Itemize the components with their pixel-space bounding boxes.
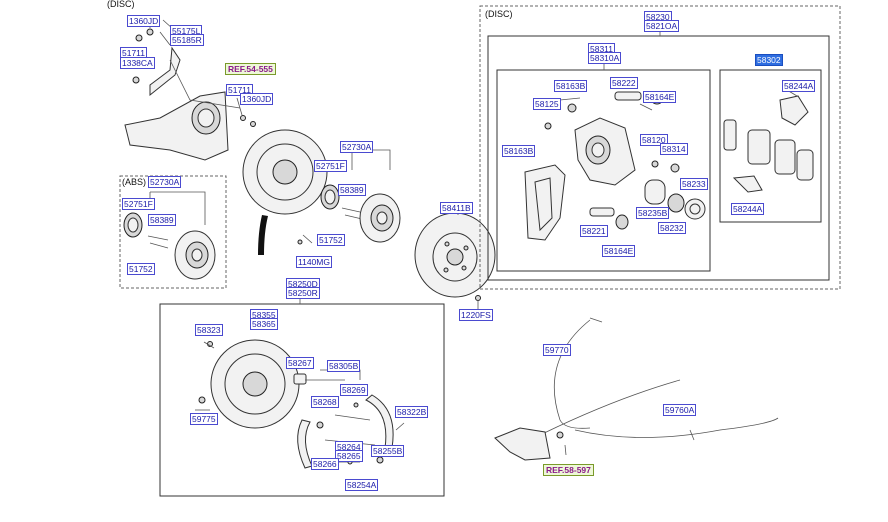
caption-disc-top: (DISC): [107, 0, 135, 9]
part-label-52730a[interactable]: 52730A: [340, 141, 374, 153]
part-label-59770[interactable]: 59770: [543, 344, 571, 356]
part-label-58269[interactable]: 58269: [340, 384, 368, 396]
part-label-51752-abs[interactable]: 51752: [127, 263, 155, 275]
part-label-52730a-abs[interactable]: 52730A: [148, 176, 182, 188]
part-label-5821oa[interactable]: 5821OA: [644, 20, 680, 32]
knuckle-assembly: [124, 19, 256, 161]
part-label-58244a-b[interactable]: 58244A: [731, 203, 765, 215]
part-label-58221[interactable]: 58221: [580, 225, 608, 237]
part-label-58310a[interactable]: 58310A: [588, 52, 622, 64]
part-label-1140mg[interactable]: 1140MG: [296, 256, 332, 268]
part-label-58164e-b[interactable]: 58164E: [602, 245, 636, 257]
part-label-58222[interactable]: 58222: [610, 77, 638, 89]
backing-plate-top: [242, 129, 328, 255]
hub-bearing-abs: [123, 191, 216, 280]
part-label-58163b[interactable]: 58163B: [554, 80, 588, 92]
hub-bearing-top: [297, 149, 401, 245]
parking-cable: [494, 317, 779, 461]
brake-disc: [414, 210, 496, 309]
part-label-58255b[interactable]: 58255B: [371, 445, 405, 457]
part-label-58389[interactable]: 58389: [338, 184, 366, 196]
part-label-58302-selected[interactable]: 58302: [755, 54, 783, 66]
part-label-58266[interactable]: 58266: [311, 458, 339, 470]
caliper-assembly: [524, 91, 706, 241]
part-label-59760a[interactable]: 59760A: [663, 404, 697, 416]
part-label-1220fs[interactable]: 1220FS: [459, 309, 493, 321]
part-label-58268[interactable]: 58268: [311, 396, 339, 408]
part-label-58232[interactable]: 58232: [658, 222, 686, 234]
part-label-52751f[interactable]: 52751F: [314, 160, 347, 172]
part-label-58305b[interactable]: 58305B: [327, 360, 361, 372]
part-label-58233[interactable]: 58233: [680, 178, 708, 190]
part-label-58322b[interactable]: 58322B: [395, 406, 429, 418]
part-label-52751f-abs[interactable]: 52751F: [122, 198, 155, 210]
part-label-58323[interactable]: 58323: [195, 324, 223, 336]
part-label-58254a[interactable]: 58254A: [345, 479, 379, 491]
part-label-58365[interactable]: 58365: [250, 318, 278, 330]
part-label-58164e[interactable]: 58164E: [643, 91, 677, 103]
part-label-1360jd[interactable]: 1360JD: [127, 15, 161, 27]
part-label-58314[interactable]: 58314: [660, 143, 688, 155]
part-label-58235b[interactable]: 58235B: [636, 207, 670, 219]
caption-abs: (ABS): [122, 177, 147, 187]
part-label-58265[interactable]: 58265: [335, 450, 363, 462]
ref-link-58-597[interactable]: REF.58-597: [543, 464, 594, 476]
caption-disc-right: (DISC): [485, 9, 513, 19]
part-label-58125[interactable]: 58125: [533, 98, 561, 110]
part-label-51752[interactable]: 51752: [317, 234, 345, 246]
part-label-58250r[interactable]: 58250R: [286, 287, 320, 299]
part-label-58244a[interactable]: 58244A: [782, 80, 816, 92]
part-label-58411b[interactable]: 58411B: [440, 202, 473, 214]
part-label-1338ca[interactable]: 1338CA: [120, 57, 155, 69]
ref-link-54-555[interactable]: REF.54-555: [225, 63, 276, 75]
part-label-58389-abs[interactable]: 58389: [148, 214, 176, 226]
brake-pads: [723, 89, 814, 193]
part-label-59775[interactable]: 59775: [190, 413, 218, 425]
part-label-58267[interactable]: 58267: [286, 357, 314, 369]
part-label-58163b-b[interactable]: 58163B: [502, 145, 536, 157]
part-label-55185r[interactable]: 55185R: [170, 34, 204, 46]
part-label-1360jd-b[interactable]: 1360JD: [240, 93, 274, 105]
